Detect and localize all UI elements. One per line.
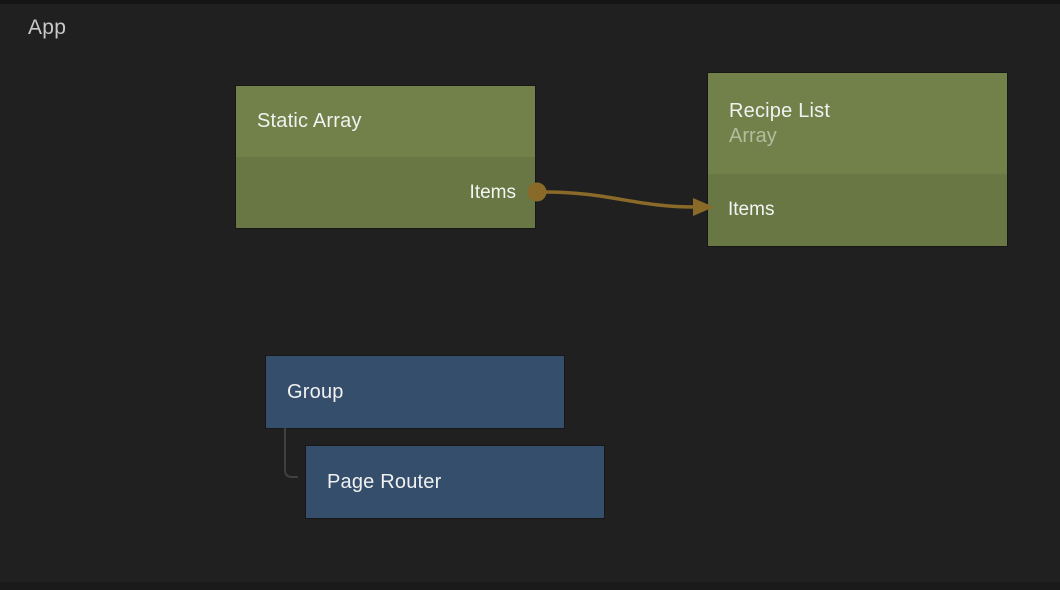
node-title: Page Router <box>327 470 442 493</box>
node-recipe-list[interactable]: Recipe List Array Items <box>707 72 1008 247</box>
node-page-router-header[interactable]: Page Router <box>306 446 604 518</box>
port-items-input[interactable]: Items <box>728 199 775 220</box>
node-recipe-list-header[interactable]: Recipe List Array <box>708 73 1007 174</box>
canvas-bottom-edge <box>0 582 1060 590</box>
port-items-output[interactable]: Items <box>469 181 516 203</box>
canvas-top-edge <box>0 0 1060 4</box>
node-group-header[interactable]: Group <box>266 356 564 428</box>
node-recipe-list-ports: Items <box>708 174 1007 246</box>
node-static-array-ports: Items <box>236 157 535 228</box>
node-type-label: Array <box>729 124 777 147</box>
node-title: Recipe List <box>729 99 831 122</box>
node-static-array-header[interactable]: Static Array <box>236 86 535 157</box>
parent-child-connector-line <box>284 428 298 478</box>
node-page-router[interactable]: Page Router <box>305 445 605 519</box>
node-static-array[interactable]: Static Array Items <box>235 85 536 229</box>
node-group[interactable]: Group <box>265 355 565 429</box>
node-title: Static Array <box>257 110 362 132</box>
component-title: App <box>28 16 67 39</box>
node-title: Group <box>287 380 344 403</box>
connection-wire[interactable] <box>544 190 696 209</box>
